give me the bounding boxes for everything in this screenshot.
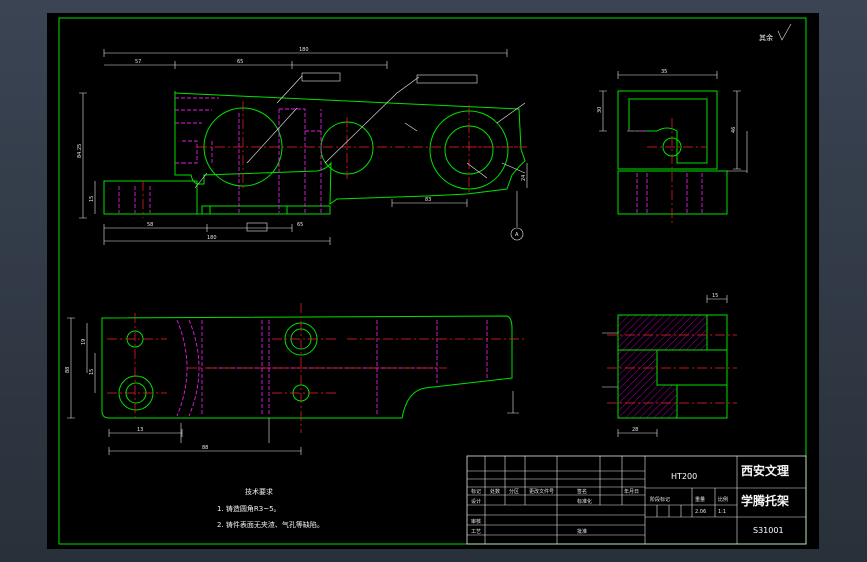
dim-bottom-left: 58	[147, 222, 153, 228]
tb-stage-mark: 阶段标记	[650, 496, 670, 503]
datum-circle	[510, 227, 524, 241]
geo-tol-box-2	[416, 74, 478, 84]
plan-view: 88 19 15 13 88	[65, 303, 527, 455]
section-outline	[617, 314, 728, 419]
tb-part-name: 学腾托架	[741, 493, 789, 508]
section-dim-bottom: 28	[632, 427, 638, 433]
side-dim-top: 35	[661, 69, 667, 75]
tb-count: 处数	[490, 488, 500, 495]
dim-lower-total: 180	[207, 235, 217, 241]
tb-zone: 分区	[509, 488, 519, 495]
tb-scale-value: 1:1	[718, 509, 726, 515]
drawing-sheet: 其余 180 57 65 58 65 83 180 84.25 15	[58, 17, 807, 545]
tech-req-line-1: 1. 铸造圆角R3~5。	[217, 504, 281, 513]
tb-date: 年月日	[624, 488, 639, 495]
plan-dim-height: 88	[65, 367, 71, 373]
geo-tol-box-3	[246, 222, 268, 232]
side-hidden	[627, 130, 703, 213]
front-view-outline	[174, 91, 526, 205]
side-dim-left: 30	[597, 107, 603, 113]
front-dim-lines	[79, 49, 528, 245]
side-view-base	[617, 170, 728, 215]
section-center	[607, 334, 737, 404]
front-hidden-lines	[118, 97, 322, 213]
tb-design: 设计	[471, 498, 481, 505]
tb-signature: 签名	[577, 488, 587, 495]
section-hatched-top	[617, 314, 708, 351]
plan-view-outline	[101, 315, 513, 419]
tb-approve: 批准	[577, 528, 587, 535]
dim-top-left: 57	[135, 59, 141, 65]
tb-mark: 标记	[471, 488, 481, 495]
dim-height: 84.25	[77, 144, 83, 158]
tb-material: HT200	[671, 472, 697, 481]
dim-overall-length: 180	[299, 47, 309, 53]
plan-dim-left: 19	[81, 339, 87, 345]
side-view-pocket	[628, 98, 708, 164]
title-block-frame	[466, 455, 807, 545]
front-leaders	[194, 75, 526, 189]
side-view: 35 30 46	[597, 69, 748, 223]
tech-req-title: 技术要求	[245, 487, 273, 496]
plan-dim-bottom: 13	[137, 427, 143, 433]
title-block-grid	[467, 456, 806, 544]
tb-standardize: 标准化	[577, 498, 592, 505]
tech-req-line-2: 2. 铸件表面无夹渣、气孔等缺陷。	[217, 520, 324, 529]
side-dim-height: 46	[731, 127, 737, 133]
tb-school: 西安文理	[741, 463, 789, 478]
tech-requirements: 技术要求 1. 铸造圆角R3~5。 2. 铸件表面无夹渣、气孔等缺陷。	[217, 487, 324, 529]
sheet-border	[58, 17, 807, 545]
tb-weight: 重量	[695, 496, 705, 503]
plan-dim-bottom-total: 88	[202, 445, 208, 451]
datum-label: A	[515, 232, 519, 238]
plan-dim-mid: 15	[89, 369, 95, 375]
plan-dims	[67, 317, 519, 455]
dim-right-height: 24	[521, 175, 527, 181]
front-view-base	[103, 180, 331, 215]
tb-change-doc: 更改文件号	[529, 488, 554, 495]
front-center-lines	[142, 101, 527, 218]
tb-weight-value: 2.06	[695, 509, 706, 515]
dim-bottom-mid: 65	[297, 222, 303, 228]
tb-scale: 比例	[718, 496, 728, 503]
section-dims	[602, 295, 728, 437]
plan-center	[107, 303, 527, 433]
tb-review: 审核	[471, 518, 481, 525]
section-view: 15 28	[602, 293, 737, 437]
dim-left-height: 15	[89, 196, 95, 202]
side-dims	[599, 71, 748, 173]
roughness-note: 其余	[759, 33, 773, 42]
tb-process: 工艺	[471, 529, 481, 535]
side-view-outline	[617, 90, 718, 170]
drawing-viewport[interactable]: 其余 180 57 65 58 65 83 180 84.25 15	[47, 13, 819, 549]
side-center	[647, 118, 707, 223]
dim-bottom-right: 83	[425, 197, 431, 203]
dim-top-mid: 65	[237, 59, 243, 65]
roughness-symbol	[777, 23, 792, 41]
section-dim-top: 15	[712, 293, 718, 299]
section-hatched-bottom	[617, 349, 678, 419]
geo-tol-box-1	[301, 72, 341, 82]
tb-drawing-no: S31001	[753, 526, 784, 535]
front-view: 180 57 65 58 65 83 180 84.25 15 24 A	[77, 47, 528, 245]
title-block: 标记 处数 分区 更改文件号 签名 年月日 设计 标准化 审核 工艺 批准 阶段…	[466, 455, 807, 545]
